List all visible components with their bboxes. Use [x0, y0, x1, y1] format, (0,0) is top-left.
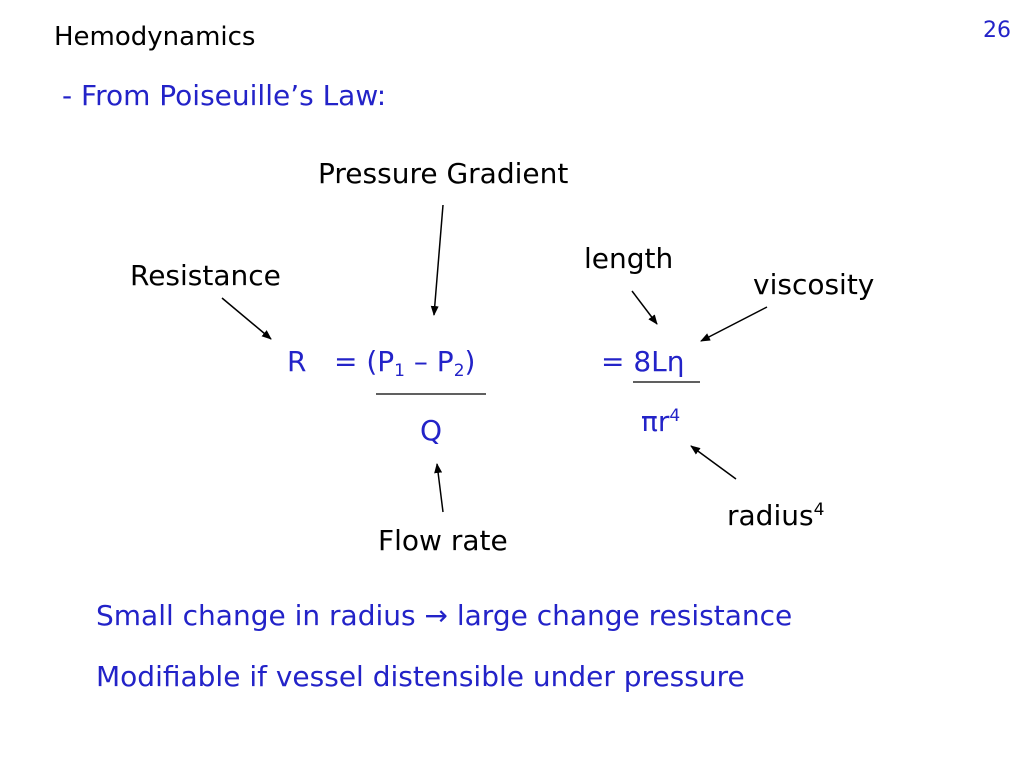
radius-label: radius4	[727, 502, 824, 530]
r-exponent: 4	[669, 406, 681, 426]
subtitle: - From Poiseuille’s Law:	[62, 79, 387, 112]
pi-r4-term: πr4	[641, 408, 680, 436]
radius-arrow	[690, 445, 737, 480]
resistance-label: Resistance	[130, 259, 281, 292]
p2-subscript: 2	[453, 361, 465, 381]
page-number: 26	[983, 18, 1011, 43]
bullet-text-before: Small change in radius	[96, 599, 425, 632]
bullet-text-after: large change resistance	[447, 599, 793, 632]
bullet-distensible-vessel: Modifiable if vessel distensible under p…	[96, 660, 745, 693]
flow-rate-label: Flow rate	[378, 524, 508, 557]
radius-label-text: radius	[727, 499, 814, 532]
flow-rate-arrow	[434, 463, 444, 513]
length-viscosity-term: = 8Lη	[601, 348, 685, 376]
slide-title: Hemodynamics	[54, 22, 256, 52]
p1-text: = (P	[334, 345, 395, 378]
pressure-difference: = (P1 – P2)	[334, 345, 476, 380]
pressure-gradient-label: Pressure Gradient	[318, 157, 569, 190]
pi-symbol: π	[641, 405, 658, 438]
length-label: length	[584, 242, 674, 275]
p2-text: – P	[405, 345, 454, 378]
pressure-gradient-arrow	[430, 204, 444, 316]
resistance-arrow	[221, 297, 272, 340]
flow-rate-symbol: Q	[420, 414, 443, 447]
length-arrow	[631, 290, 658, 325]
eta-symbol: η	[666, 345, 685, 378]
p1-subscript: 1	[394, 361, 405, 381]
radius-label-exponent: 4	[813, 500, 825, 520]
bullet-radius-resistance: Small change in radius → large change re…	[96, 602, 792, 630]
viscosity-label: viscosity	[753, 268, 875, 301]
right-arrow-icon: →	[424, 599, 448, 632]
resistance-symbol: R	[287, 345, 307, 378]
eight-l-text: = 8L	[601, 345, 667, 378]
r-variable: r	[657, 405, 670, 438]
close-paren: )	[464, 345, 476, 378]
viscosity-arrow	[700, 306, 768, 342]
